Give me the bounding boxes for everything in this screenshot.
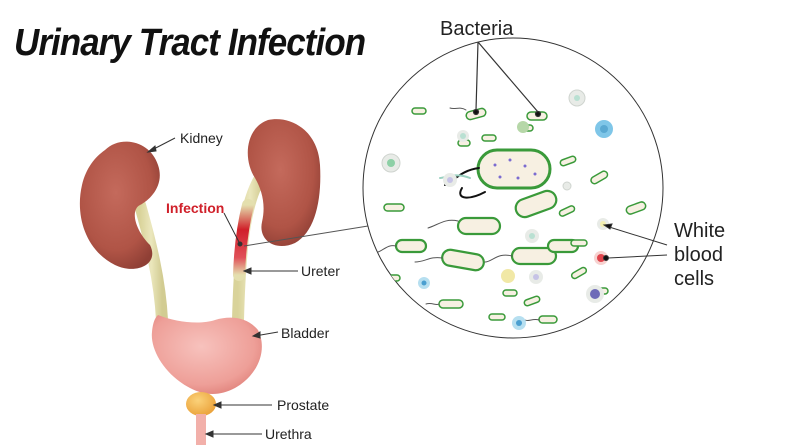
label-bacteria: Bacteria bbox=[440, 18, 514, 40]
label-infection: Infection bbox=[166, 200, 225, 216]
left-ureter bbox=[134, 199, 168, 326]
bacterium bbox=[394, 238, 428, 254]
label-ureter: Ureter bbox=[301, 263, 340, 279]
label-wbc-line3: cells bbox=[674, 268, 715, 290]
label-wbc-line2: blood bbox=[674, 244, 723, 266]
label-wbc-line1: White bbox=[674, 220, 726, 242]
label-kidney: Kidney bbox=[180, 130, 223, 146]
urethra bbox=[196, 414, 206, 445]
diagram-title: Urinary Tract Infection bbox=[14, 22, 366, 64]
bacterium bbox=[456, 216, 502, 236]
label-prostate: Prostate bbox=[277, 397, 330, 413]
white-blood-cells bbox=[381, 89, 613, 330]
label-urethra: Urethra bbox=[265, 426, 312, 442]
bacterium bbox=[514, 189, 558, 219]
bladder bbox=[151, 315, 262, 394]
right-kidney bbox=[247, 119, 321, 247]
bacterium bbox=[441, 248, 485, 272]
label-bladder: Bladder bbox=[281, 325, 330, 341]
left-kidney bbox=[79, 141, 160, 269]
prostate bbox=[186, 392, 216, 416]
label-white-blood-cells: White blood cells bbox=[674, 219, 725, 291]
infection-area bbox=[233, 199, 254, 281]
